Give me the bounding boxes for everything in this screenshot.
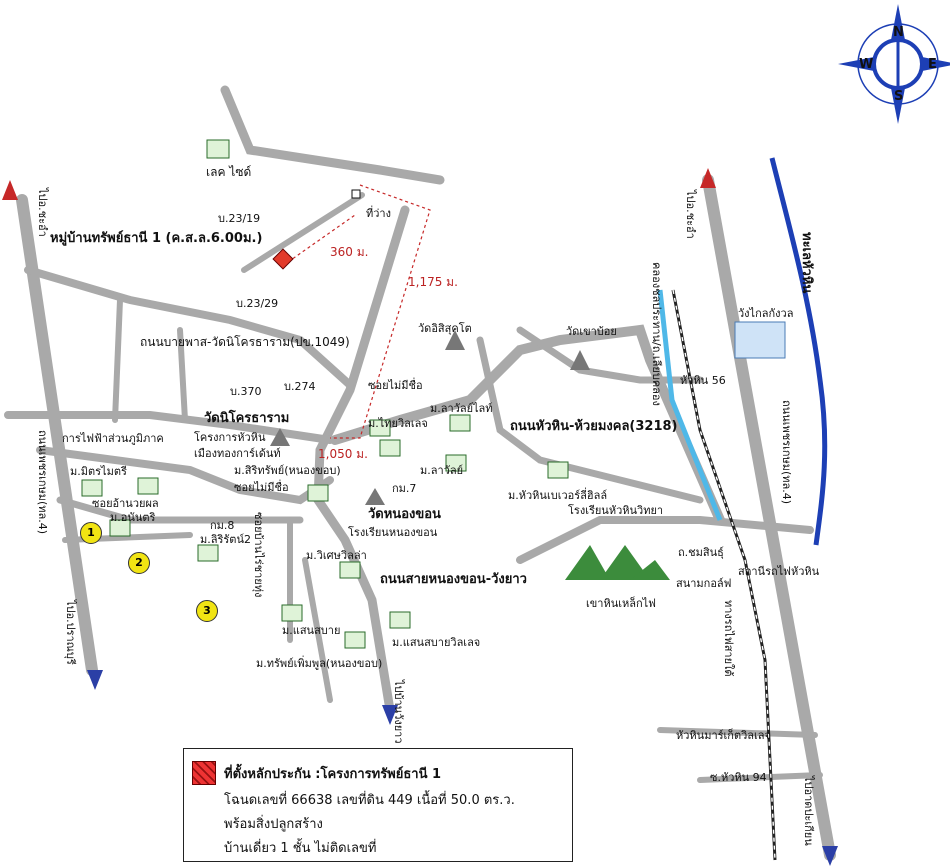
label-to-pranburi-right: ไปอาดปะเกียน [802, 776, 815, 846]
property-swatch-icon [192, 761, 216, 785]
label-dist-360: 360 ม. [330, 245, 369, 259]
legend-line-4: บ้านเดี่ยว 1 ชั้น ไม่ติดเลขที่ [224, 841, 377, 856]
palace-icon [734, 321, 786, 359]
village-icons [81, 139, 569, 649]
canal [657, 289, 723, 521]
label-road-huahin: ถนนหัวหิน-ห้วยมงคล(3218) [510, 419, 678, 434]
label-soi-huai-pho: ซอยอ้านวยผล [92, 497, 159, 510]
label-hua-hin-sea: ทะเลหัวหิน [799, 232, 814, 294]
label-m-thai-villa: ม.ไทยวิลเลจ [368, 417, 428, 430]
road-end-arrows [2, 168, 838, 866]
label-wat-sisukhot: วัดอิสิสุคโต [418, 322, 472, 335]
label-khao-hin-lek-fai: เขาหินเหล็กไฟ [586, 597, 656, 610]
label-soi-1: ซอยไม่มีชื่อ [368, 379, 423, 392]
label-railway: ทางรถไฟสายใต้ [722, 600, 735, 677]
label-road-bypass: ถนนบายพาส-วัดนิโครธาราม(ปข.1049) [140, 335, 350, 349]
label-m-ananri: ม.อนันตริ [110, 511, 156, 524]
label-village-main: หมู่บ้านทรัพย์ธานี 1 (ค.ส.ล.6.00ม.) [50, 231, 263, 246]
label-school-huahin: โรงเรียนหัวหินวิทยา [568, 504, 664, 517]
label-to-cha-am-right: ไปอ.ชะอำ [684, 190, 697, 239]
label-m-saensabai-village: ม.แสนสบายวิลเลจ [392, 636, 481, 649]
compass-w: W [859, 57, 874, 72]
label-empty-land: ที่ว่าง [366, 207, 391, 220]
compass-s: S [894, 89, 904, 104]
empty-land-marker [351, 189, 361, 199]
label-m-lawan: ม.ลาวัลย์ [420, 464, 464, 477]
legend-line-3: พร้อมสิ่งปลูกสร้าง [224, 817, 323, 832]
marker-1: 1 [80, 522, 102, 544]
label-to-cha-am-left: ไปอ.ชะอำ [36, 188, 49, 237]
label-m-sap-permpoon: ม.ทรัพย์เพิ่มพูล(หนองขอบ) [256, 657, 383, 670]
label-m-mitmaitri: ม.มิตรไมตรี [70, 465, 127, 478]
label-to-wang-yao: ไปบ้านวังยาว [392, 680, 405, 744]
label-road-phetkasem-left: ถนนเพชรเกษม(ทล.4) [36, 430, 49, 535]
compass-e: E [928, 57, 937, 72]
distance-lines [287, 184, 431, 439]
legend-line-2: โฉนดเลขที่ 66638 เลขที่ดิน 449 เนื้อที่ … [224, 793, 515, 808]
mountain-icon [565, 545, 670, 580]
label-golf: สนามกอล์ฟ [676, 577, 732, 590]
label-canal-road: คลองชลประทาน/ถ.เลียบคลอง [650, 262, 663, 406]
label-wat-nong-khon: วัดหนองขอน [368, 507, 441, 522]
label-wat-nikhrotharam: วัดนิโครธาราม [204, 411, 290, 426]
label-huahin-market: หัวหินมาร์เก็ตวิลเลจ [676, 729, 771, 742]
railway-line [671, 289, 777, 861]
label-wang-klai: วังไกลกังวล [738, 307, 794, 320]
label-road-sai-nong-khon: ถนนสายหนองขอน-วังยาว [380, 572, 527, 587]
label-to-pran-left: ไปอ.ปราณบุรี [64, 600, 77, 665]
label-m-wisetwilla: ม.วิเศษวิลล่า [306, 549, 367, 562]
label-km8: กม.8 [210, 519, 235, 532]
compass-rose-icon [838, 4, 950, 124]
label-electric-office: การไฟฟ้าส่วนภูมิภาค [62, 432, 164, 445]
label-proj-huahin: โครงการหัวหิน [194, 431, 266, 444]
legend-box: ที่ตั้งหลักประกัน :โครงการทรัพย์ธานี 1 โ… [183, 748, 573, 862]
label-m-sitthisap: ม.สิริทรัพย์(หนองขอบ) [234, 464, 341, 477]
label-370: บ.370 [230, 385, 262, 398]
label-274: บ.274 [284, 380, 316, 393]
label-wat-khao-noi: วัดเขาบ้อย [566, 325, 617, 338]
marker-3: 3 [196, 600, 218, 622]
legend-line-1: ที่ตั้งหลักประกัน :โครงการทรัพย์ธานี 1 [224, 767, 442, 782]
label-m-sirirat2: ม.ลิริรัตน์2 [200, 533, 251, 546]
label-school-nong-khon: โรงเรียนหนองขอน [348, 526, 438, 539]
label-km7: กม.7 [392, 482, 417, 495]
compass-n: N [893, 25, 904, 40]
sea-coastline [769, 157, 828, 546]
label-road-phetkasem-right: ถนนเพชรเกษม(ทล.4) [780, 400, 793, 505]
label-23-19: บ.23/19 [218, 212, 261, 225]
label-m-huahin-universal: ม.หัวหินเบเวอร์ลี่ฮิลล์ [508, 489, 608, 502]
label-soi-2: ซอยไม่มีชื่อ [234, 481, 289, 494]
label-m-saensabai: ม.แสนสบาย [282, 624, 341, 637]
label-soi-94: ซ.หัวหิน 94 [710, 771, 767, 784]
label-muang-thong: เมืองทองการ์เด้นท์ [194, 447, 281, 460]
label-dist-1175: 1,175 ม. [408, 275, 458, 289]
label-dist-1050: 1,050 ม. [318, 447, 368, 461]
label-lake-side: เลค ไซด์ [206, 165, 252, 179]
temple-icons [270, 330, 590, 505]
label-hua-hin-56: หัวหิน 56 [680, 374, 726, 387]
label-th-chomsin: ถ.ชมสินธุ์ [678, 546, 724, 559]
label-station: สถานีรถไฟหัวหิน [738, 565, 820, 578]
property-marker [272, 248, 294, 270]
label-soi-ban-rai: ซอยบ้านไร่ชายทุ่ง [252, 512, 265, 598]
label-m-lawan-light: ม.ลาวัลย์ไลท์ [430, 402, 493, 415]
label-23-29: บ.23/29 [236, 297, 279, 310]
marker-2: 2 [128, 552, 150, 574]
